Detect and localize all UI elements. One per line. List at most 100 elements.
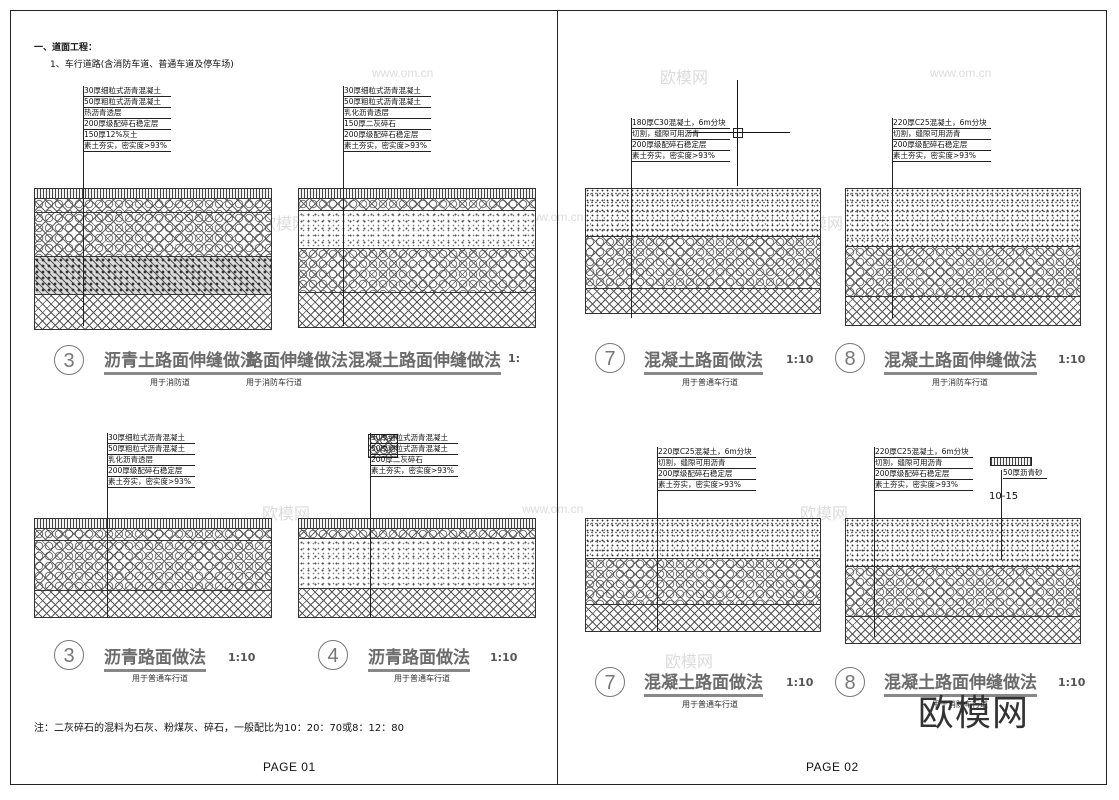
detail-number-circle: 8	[835, 667, 865, 697]
section-detail-1	[34, 188, 272, 330]
section-detail-8	[845, 518, 1081, 644]
annotation-line: 200厚级配碎石稳定层	[893, 140, 991, 151]
annotation-line: 切割，缝隙可用沥青	[658, 458, 756, 469]
cad-cursor-box	[733, 128, 743, 138]
leader-line	[370, 433, 371, 617]
layer-annotations: 30厚细粒式沥青混凝土 50厚粗粒式沥青混凝土 乳化沥青透层 150厚二灰碎石 …	[344, 86, 431, 152]
annotation-line: 素土夯实，密实度>93%	[108, 477, 195, 488]
detail-subtitle: 用于普通车行道	[394, 674, 450, 683]
cad-crosshair	[688, 132, 790, 133]
detail-title: 沥青路面做法	[104, 643, 206, 672]
annotation-line: 50厚沥青砂	[1003, 468, 1047, 479]
detail-number-circle: 7	[595, 667, 625, 697]
detail-title: 混凝土路面伸缝做法	[884, 346, 1037, 375]
leader-line	[631, 118, 632, 318]
layer-annotations: 30厚细粒式沥青混凝土 50厚粗粒式沥青混凝土 200厚二灰碎石 素土夯实，密实…	[371, 433, 458, 477]
leader-line	[892, 118, 893, 318]
detail-scale: 1:10	[786, 353, 814, 366]
annotation-line: 180厚C30混凝土，6m分块	[632, 118, 730, 129]
section-detail-3	[585, 188, 821, 314]
annotation-line: 素土夯实，密实度>93%	[632, 151, 730, 162]
sheet-divider	[557, 10, 558, 785]
annotation-line: 200厚级配碎石稳定层	[632, 140, 730, 151]
detail-number-circle: 8	[835, 343, 865, 373]
annotation-line: 素土夯实，密实度>93%	[344, 141, 431, 152]
annotation-line: 乳化沥青透层	[344, 108, 431, 119]
detail-title: 沥青土路面伸缝做法	[104, 346, 257, 375]
annotation-line: 切割，缝隙可用沥青	[632, 129, 730, 140]
annotation-line: 150厚12%灰土	[84, 130, 171, 141]
site-logo: 欧模网	[918, 693, 1030, 734]
detail-subtitle: 用于消防车行道	[932, 700, 988, 709]
section-subheading: 1、车行道路(含消防车道、普通车道及停车场)	[50, 60, 234, 70]
annotation-line: 200厚级配碎石稳定层	[344, 130, 431, 141]
layer-annotations: 180厚C30混凝土，6m分块 切割，缝隙可用沥青 200厚级配碎石稳定层 素土…	[632, 118, 730, 162]
watermark: 欧模网	[665, 654, 714, 671]
layer-annotations: 220厚C25混凝土，6m分块 切割，缝隙可用沥青 200厚级配碎石稳定层 素土…	[893, 118, 991, 162]
annotation-line: 200厚级配碎石稳定层	[84, 119, 171, 130]
detail-title: 混凝土路面做法	[644, 346, 763, 375]
annotation-line: 50厚粗粒式沥青混凝土	[108, 444, 195, 455]
annotation-line: 200厚级配碎石稳定层	[875, 469, 973, 480]
annotation-line: 150厚二灰碎石	[344, 119, 431, 130]
leader-line	[657, 447, 658, 631]
leader-line	[874, 447, 875, 637]
section-detail-7	[585, 518, 821, 632]
detail-subtitle: 用于消防道	[150, 378, 190, 387]
watermark: www.om.cn	[522, 210, 584, 224]
section-detail-2	[298, 188, 536, 328]
annotation-line: 30厚细粒式沥青混凝土	[344, 86, 431, 97]
materials-note: 注：二灰碎石的混料为石灰、粉煤灰、碎石，一般配比为10：20：70或8：12：8…	[34, 723, 404, 734]
detail-number-circle: 3	[54, 640, 84, 670]
detail-title: 混凝土路面做法	[644, 668, 763, 697]
section-detail-5	[34, 518, 272, 618]
annotation-line: 素土夯实，密实度>93%	[658, 480, 756, 491]
annotation-line: 素土夯实，密实度>93%	[875, 480, 973, 491]
detail-scale: 1:10	[228, 651, 256, 664]
detail-subtitle: 用于普通车行道	[132, 674, 188, 683]
watermark: www.om.cn	[372, 66, 434, 80]
annotation-line: 220厚C25混凝土，6m分块	[875, 447, 973, 458]
detail-subtitle: 用于消防车行道	[246, 378, 302, 387]
detail-scale: 1:	[508, 352, 521, 365]
annotation-line: 50厚粗粒式沥青混凝土	[344, 97, 431, 108]
watermark: 欧模网	[660, 70, 709, 87]
annotation-line: 切割，缝隙可用沥青	[893, 129, 991, 140]
annotation-line: 50厚粗粒式沥青混凝土	[84, 97, 171, 108]
annotation-line: 200厚级配碎石稳定层	[658, 469, 756, 480]
detail-number-circle: 7	[595, 343, 625, 373]
cad-crosshair	[737, 80, 738, 186]
leader-line	[343, 86, 344, 326]
leader-line	[1001, 470, 1002, 560]
page-label-left: PAGE 01	[263, 760, 316, 774]
annotation-line: 30厚细粒式沥青混凝土	[371, 433, 458, 444]
layer-annotations: 30厚细粒式沥青混凝土 50厚粗粒式沥青混凝土 热沥青透层 200厚级配碎石稳定…	[84, 86, 171, 152]
page-label-right: PAGE 02	[806, 760, 859, 774]
annotation-line: 220厚C25混凝土，6m分块	[658, 447, 756, 458]
detail-scale: 1:10	[1058, 676, 1086, 689]
annotation-line: 乳化沥青透层	[108, 455, 195, 466]
detail-subtitle: 用于普通车行道	[682, 378, 738, 387]
detail-scale: 1:10	[490, 651, 518, 664]
annotation-line: 切割，缝隙可用沥青	[875, 458, 973, 469]
layer-annotations: 220厚C25混凝土，6m分块 切割，缝隙可用沥青 200厚级配碎石稳定层 素土…	[658, 447, 756, 491]
extra-annotation: 50厚沥青砂	[1003, 468, 1047, 479]
detail-number-circle: 3	[54, 345, 84, 375]
detail-title: 混凝土路面伸缝做法	[884, 668, 1037, 697]
section-detail-4	[845, 188, 1081, 326]
layer-annotations: 220厚C25混凝土，6m分块 切割，缝隙可用沥青 200厚级配碎石稳定层 素土…	[875, 447, 973, 491]
detail-subtitle: 用于消防车行道	[932, 378, 988, 387]
leader-line	[107, 433, 108, 617]
annotation-line: 30厚细粒式沥青混凝土	[84, 86, 171, 97]
annotation-line: 50厚粗粒式沥青混凝土	[371, 444, 458, 455]
dimension-label: 10-15	[989, 491, 1019, 502]
annotation-line: 热沥青透层	[84, 108, 171, 119]
watermark: www.om.cn	[522, 502, 584, 516]
detail-subtitle: 用于普通车行道	[682, 700, 738, 709]
annotation-line: 200厚二灰碎石	[371, 455, 458, 466]
hatch-swatch	[990, 457, 1032, 466]
annotation-line: 200厚级配碎石稳定层	[108, 466, 195, 477]
annotation-line: 素土夯实，密实度>93%	[84, 141, 171, 152]
detail-title: 沥青路面做法	[368, 643, 470, 672]
annotation-line: 素土夯实，密实度>93%	[893, 151, 991, 162]
